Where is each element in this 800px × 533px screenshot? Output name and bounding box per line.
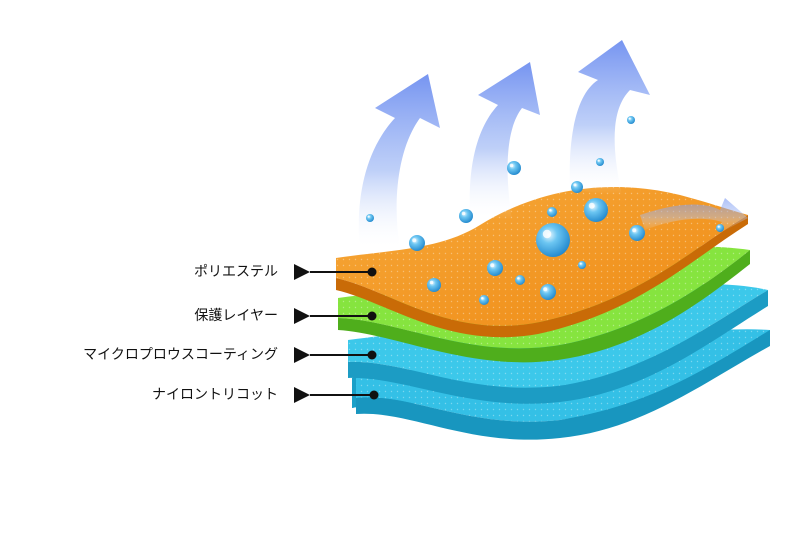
- water-droplet-icon: [716, 224, 724, 232]
- droplet-highlight: [628, 117, 631, 120]
- vapor-arrow-icon: [469, 62, 540, 220]
- water-droplet-icon: [515, 275, 525, 285]
- pointer-arrow-icon: [294, 264, 377, 280]
- droplet-highlight: [461, 211, 466, 216]
- pointer-arrow-icon: [294, 308, 377, 324]
- droplet-highlight: [490, 263, 495, 268]
- vapor-arrows: [358, 40, 748, 250]
- water-droplet-icon: [409, 235, 425, 251]
- water-droplet-icon: [487, 260, 503, 276]
- water-droplet-icon: [479, 295, 489, 305]
- droplet-highlight: [367, 215, 370, 218]
- label-protective-layer: 保護レイヤー: [194, 308, 278, 324]
- water-droplet-icon: [629, 225, 645, 241]
- water-droplet-icon: [578, 261, 586, 269]
- vapor-arrow-icon: [569, 40, 650, 195]
- water-droplet-icon: [547, 207, 557, 217]
- water-droplet-icon: [627, 116, 635, 124]
- water-droplet-icon: [536, 223, 570, 257]
- water-droplet-icon: [571, 181, 583, 193]
- droplet-highlight: [549, 209, 552, 212]
- label-microporous-coating: マイクロプロウスコーティング: [83, 347, 278, 363]
- droplet-highlight: [717, 225, 720, 228]
- vapor-arrow-icon: [358, 74, 440, 250]
- label-polyester: ポリエステル: [194, 264, 278, 280]
- droplet-highlight: [632, 228, 637, 233]
- droplet-highlight: [429, 280, 434, 285]
- label-nylon-tricot: ナイロントリコット: [152, 387, 278, 403]
- water-droplets: [366, 116, 724, 305]
- droplet-highlight: [509, 163, 514, 168]
- droplet-highlight: [579, 262, 582, 265]
- water-droplet-icon: [366, 214, 374, 222]
- droplet-highlight: [481, 297, 484, 300]
- pointer-arrow-icon: [294, 347, 377, 363]
- water-droplet-icon: [596, 158, 604, 166]
- pointer-arrow-icon: [294, 387, 379, 403]
- water-droplet-icon: [427, 278, 441, 292]
- droplet-highlight: [543, 287, 548, 292]
- droplet-highlight: [573, 183, 577, 187]
- pointer-lines: [294, 264, 379, 403]
- water-droplet-icon: [540, 284, 556, 300]
- droplet-highlight: [542, 229, 552, 239]
- water-droplet-icon: [459, 209, 473, 223]
- droplet-highlight: [597, 159, 600, 162]
- droplet-highlight: [517, 277, 520, 280]
- water-droplet-icon: [584, 198, 608, 222]
- water-droplet-icon: [507, 161, 521, 175]
- droplet-highlight: [412, 238, 417, 243]
- droplet-highlight: [588, 202, 595, 209]
- vapor-arrow-icon: [640, 198, 748, 232]
